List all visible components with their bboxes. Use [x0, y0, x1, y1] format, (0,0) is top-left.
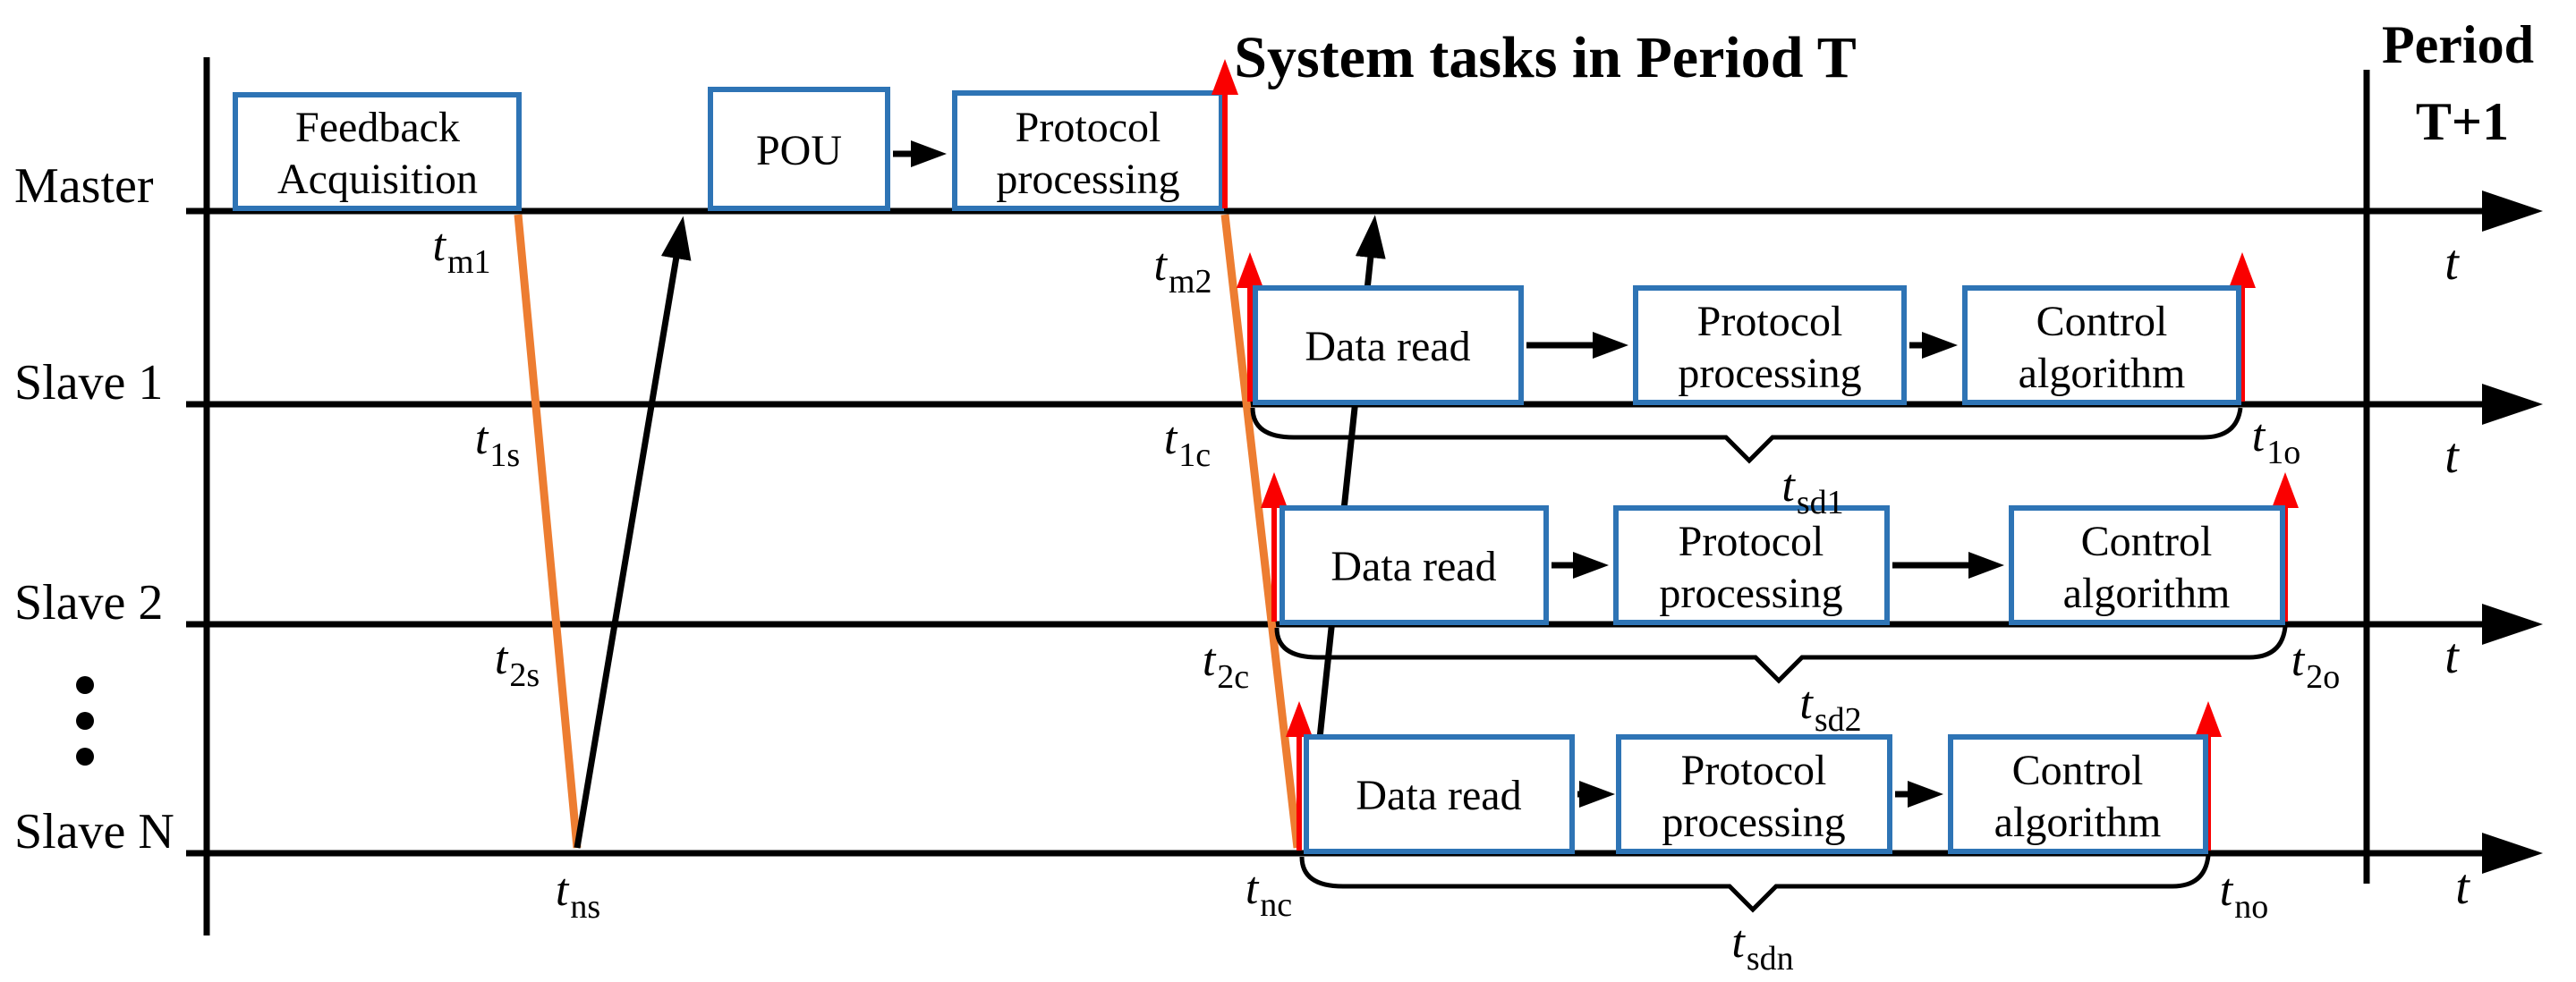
time-label-t1o: t1o — [2252, 411, 2300, 471]
box-pou-label: POU — [756, 127, 842, 174]
box-protocol-processing-master-line1: Protocol — [1016, 104, 1161, 151]
box-control-algorithm-slave2 — [2009, 505, 2285, 625]
box-protocol-processing-master — [952, 90, 1224, 211]
ellipsis-dot — [76, 712, 94, 730]
box-control-algorithm-slave2-line2: algorithm — [2063, 570, 2231, 617]
ellipsis-dot — [76, 748, 94, 766]
box-feedback-acquisition-line1: Feedback — [295, 104, 460, 151]
box-pou — [708, 87, 890, 211]
time-axis-label-slave2: t — [2444, 629, 2460, 684]
downlink-line-command — [1220, 214, 1302, 849]
row-label-slave1: Slave 1 — [14, 355, 163, 411]
time-label-tnc: tnc — [1245, 863, 1292, 924]
time-axis-label-master: t — [2444, 235, 2460, 291]
box-control-algorithm-slave-n-line2: algorithm — [1994, 799, 2162, 846]
time-axis-label-slave-n: t — [2455, 859, 2470, 915]
time-label-t2o: t2o — [2291, 635, 2340, 696]
box-control-algorithm-slave1-line2: algorithm — [2019, 350, 2186, 397]
time-label-t1s: t1s — [475, 413, 520, 474]
time-label-tm1: tm1 — [432, 220, 490, 281]
box-data-read-slave-n — [1304, 734, 1575, 854]
box-control-algorithm-slave1-line1: Control — [2036, 298, 2168, 345]
box-control-algorithm-slave-n — [1948, 734, 2208, 854]
ellipsis-dot — [76, 676, 94, 694]
box-protocol-processing-slave1 — [1633, 285, 1907, 405]
time-label-t1c: t1c — [1164, 413, 1211, 474]
row-label-slave2: Slave 2 — [14, 575, 163, 631]
time-label-tsd1: tsd1 — [1781, 461, 1843, 521]
box-control-algorithm-slave-n-line1: Control — [2012, 747, 2144, 794]
box-protocol-processing-slave-n — [1616, 734, 1892, 854]
time-label-tsd2: tsd2 — [1799, 678, 1861, 739]
time-label-tsdn: tsdn — [1731, 917, 1793, 978]
brace-tsd1 — [1250, 407, 2243, 464]
row-label-slave-n: Slave N — [14, 804, 174, 859]
box-protocol-processing-slave-n-line2: processing — [1662, 799, 1845, 846]
diagram-title: System tasks in Period T — [1234, 25, 1857, 90]
box-protocol-processing-slave2-line2: processing — [1659, 570, 1842, 617]
box-protocol-processing-slave-n-line1: Protocol — [1681, 747, 1827, 794]
time-label-t2c: t2c — [1203, 635, 1249, 696]
downlink-line-period-start — [514, 214, 582, 849]
brace-tsd2 — [1274, 626, 2288, 684]
box-control-algorithm-slave1 — [1962, 285, 2241, 405]
row-label-master: Master — [14, 158, 154, 214]
brace-tsdn — [1299, 855, 2211, 913]
box-data-read-slave2-label: Data read — [1331, 543, 1496, 590]
next-period-label-line1: Period — [2382, 15, 2534, 74]
box-feedback-acquisition-line2: Acquisition — [277, 156, 478, 203]
next-period-label-line2: T+1 — [2416, 92, 2509, 151]
time-label-tns: tns — [556, 865, 600, 926]
box-control-algorithm-slave2-line1: Control — [2081, 518, 2213, 565]
box-protocol-processing-slave1-line1: Protocol — [1697, 298, 1843, 345]
time-label-tm2: tm2 — [1153, 240, 1211, 301]
box-data-read-slave1-label: Data read — [1305, 323, 1470, 370]
box-data-read-slave1 — [1253, 285, 1524, 405]
box-protocol-processing-slave1-line2: processing — [1678, 350, 1861, 397]
box-data-read-slave-n-label: Data read — [1356, 772, 1521, 819]
time-label-tno: tno — [2220, 865, 2268, 926]
time-axis-label-slave1: t — [2444, 428, 2460, 484]
box-feedback-acquisition — [233, 92, 522, 211]
uplink-arrow-period-start — [574, 216, 692, 849]
box-protocol-processing-slave2-line1: Protocol — [1679, 518, 1824, 565]
time-label-t2s: t2s — [495, 633, 540, 694]
box-protocol-processing-slave2 — [1613, 505, 1890, 625]
box-data-read-slave2 — [1279, 505, 1549, 625]
box-protocol-processing-master-line2: processing — [996, 156, 1179, 203]
